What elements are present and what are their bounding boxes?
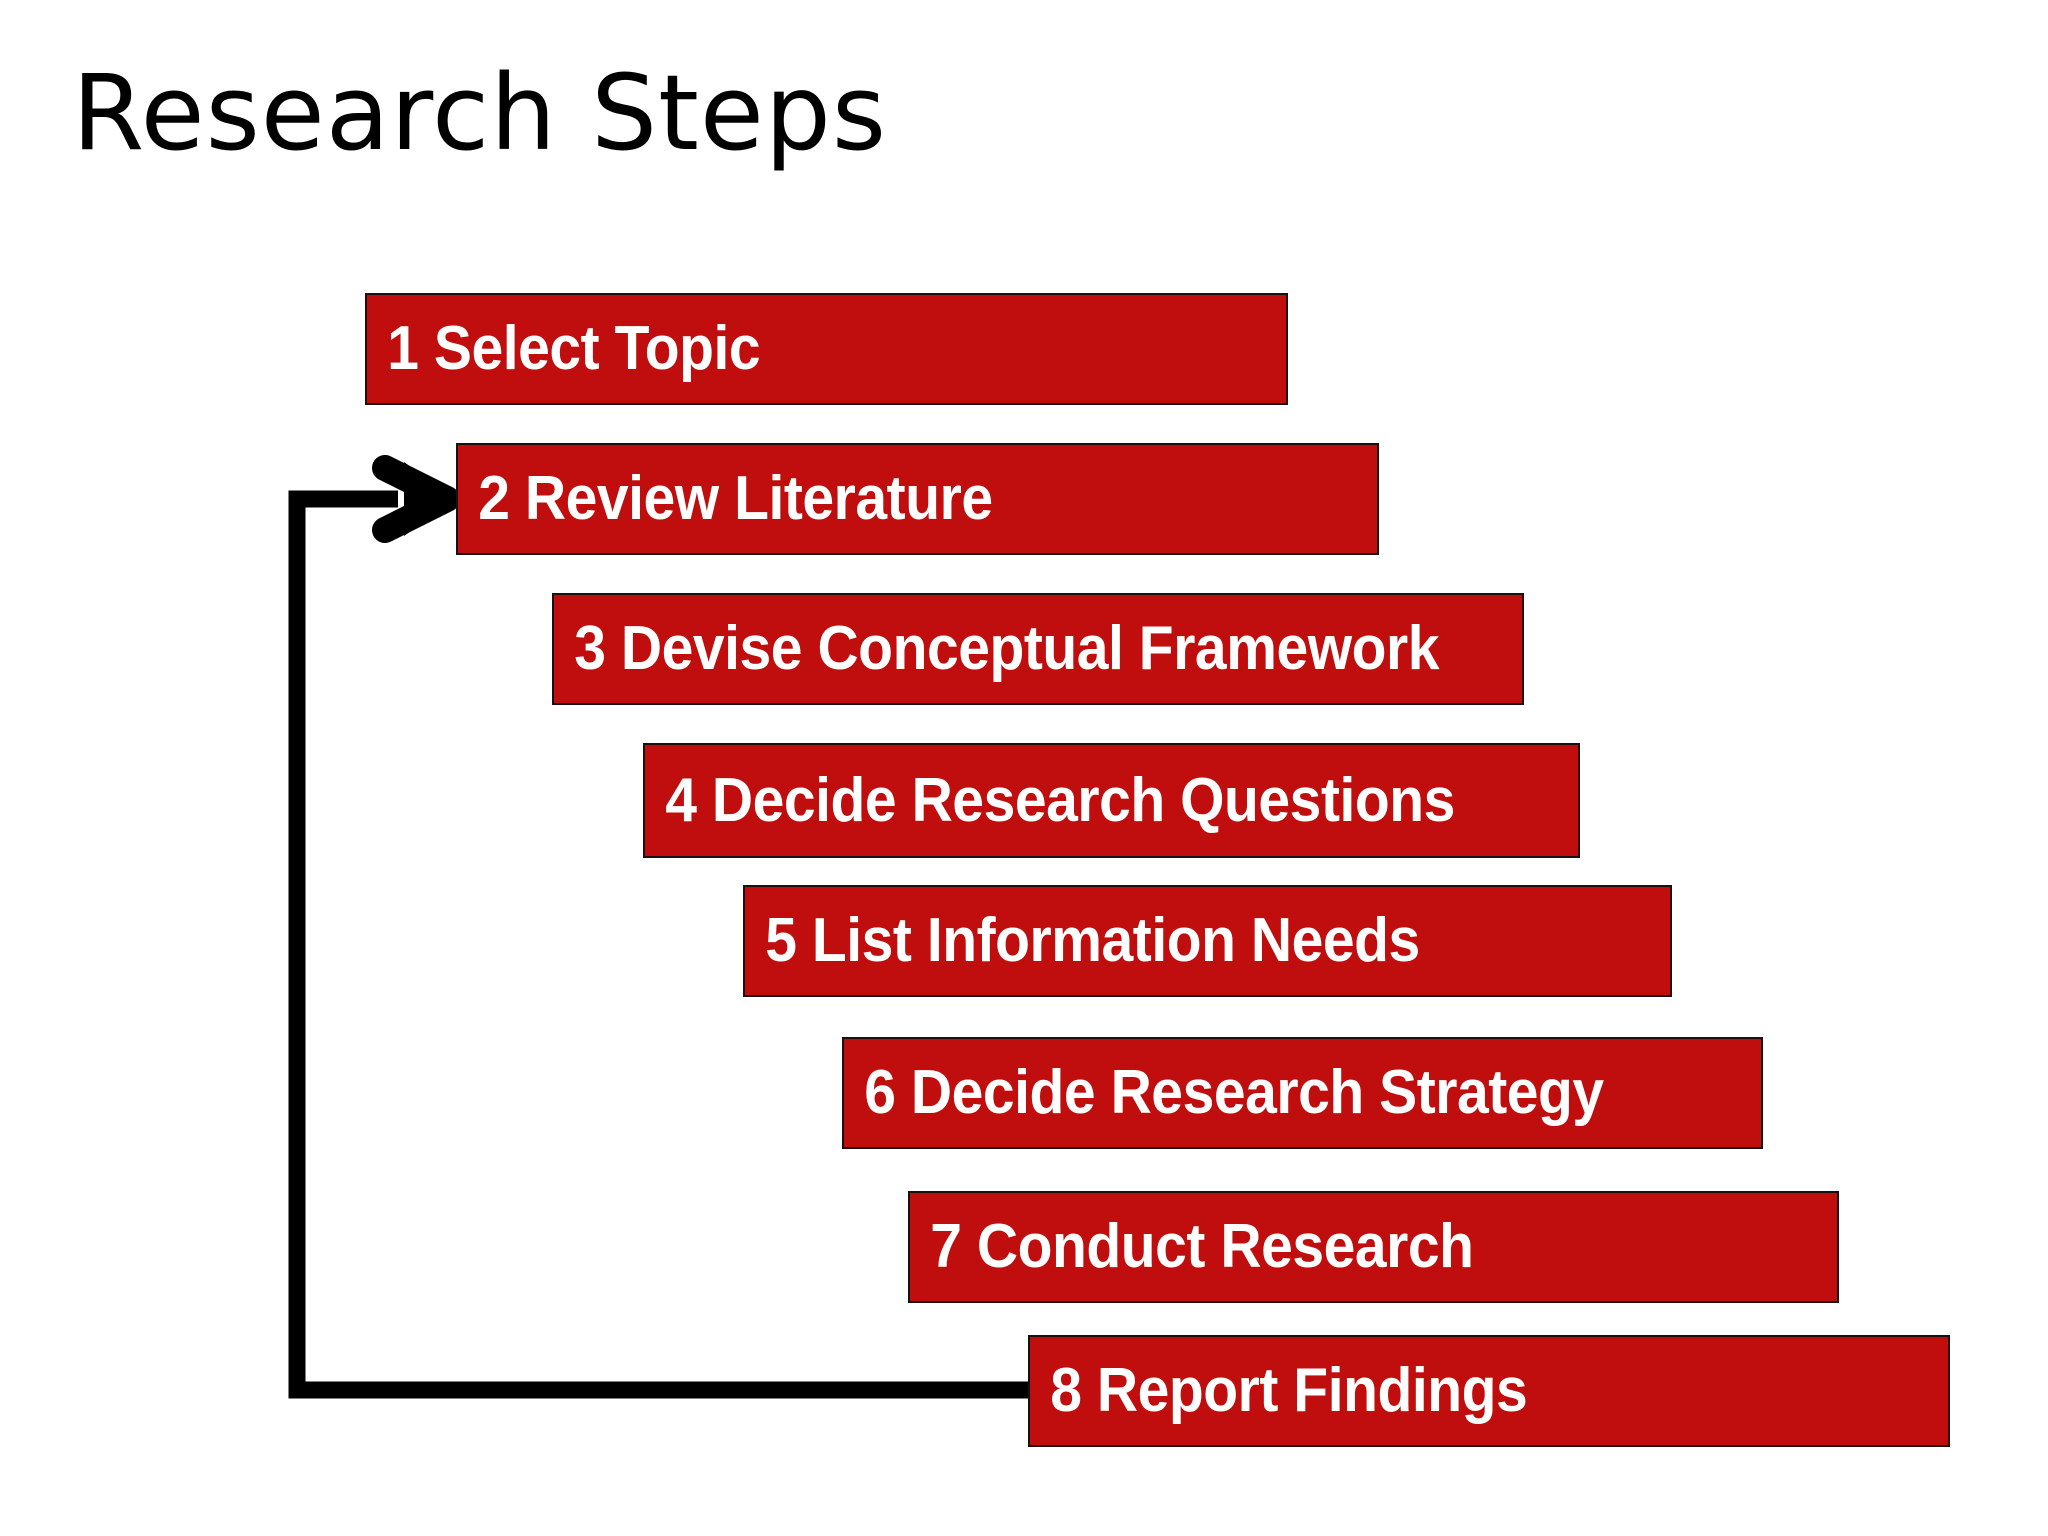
step-box-3[interactable]: 3 Devise Conceptual Framework (552, 593, 1524, 705)
step-label-6: 6 Decide Research Strategy (864, 1058, 1604, 1127)
arrow-head-triangle (404, 462, 456, 536)
step-label-7: 7 Conduct Research (930, 1212, 1474, 1281)
step-box-6[interactable]: 6 Decide Research Strategy (842, 1037, 1763, 1149)
step-box-4[interactable]: 4 Decide Research Questions (643, 743, 1580, 858)
step-box-8[interactable]: 8 Report Findings (1028, 1335, 1950, 1447)
step-label-3: 3 Devise Conceptual Framework (574, 614, 1440, 683)
step-box-7[interactable]: 7 Conduct Research (908, 1191, 1839, 1303)
step-label-8: 8 Report Findings (1050, 1356, 1528, 1425)
step-label-5: 5 List Information Needs (765, 906, 1420, 975)
step-box-5[interactable]: 5 List Information Needs (743, 885, 1672, 997)
step-box-2[interactable]: 2 Review Literature (456, 443, 1379, 555)
page-title: Research Steps (72, 52, 888, 174)
arrow-head-chevron (372, 455, 460, 543)
step-label-4: 4 Decide Research Questions (665, 765, 1455, 835)
step-box-1[interactable]: 1 Select Topic (365, 293, 1288, 405)
step-label-1: 1 Select Topic (387, 314, 761, 383)
step-label-2: 2 Review Literature (478, 464, 993, 533)
